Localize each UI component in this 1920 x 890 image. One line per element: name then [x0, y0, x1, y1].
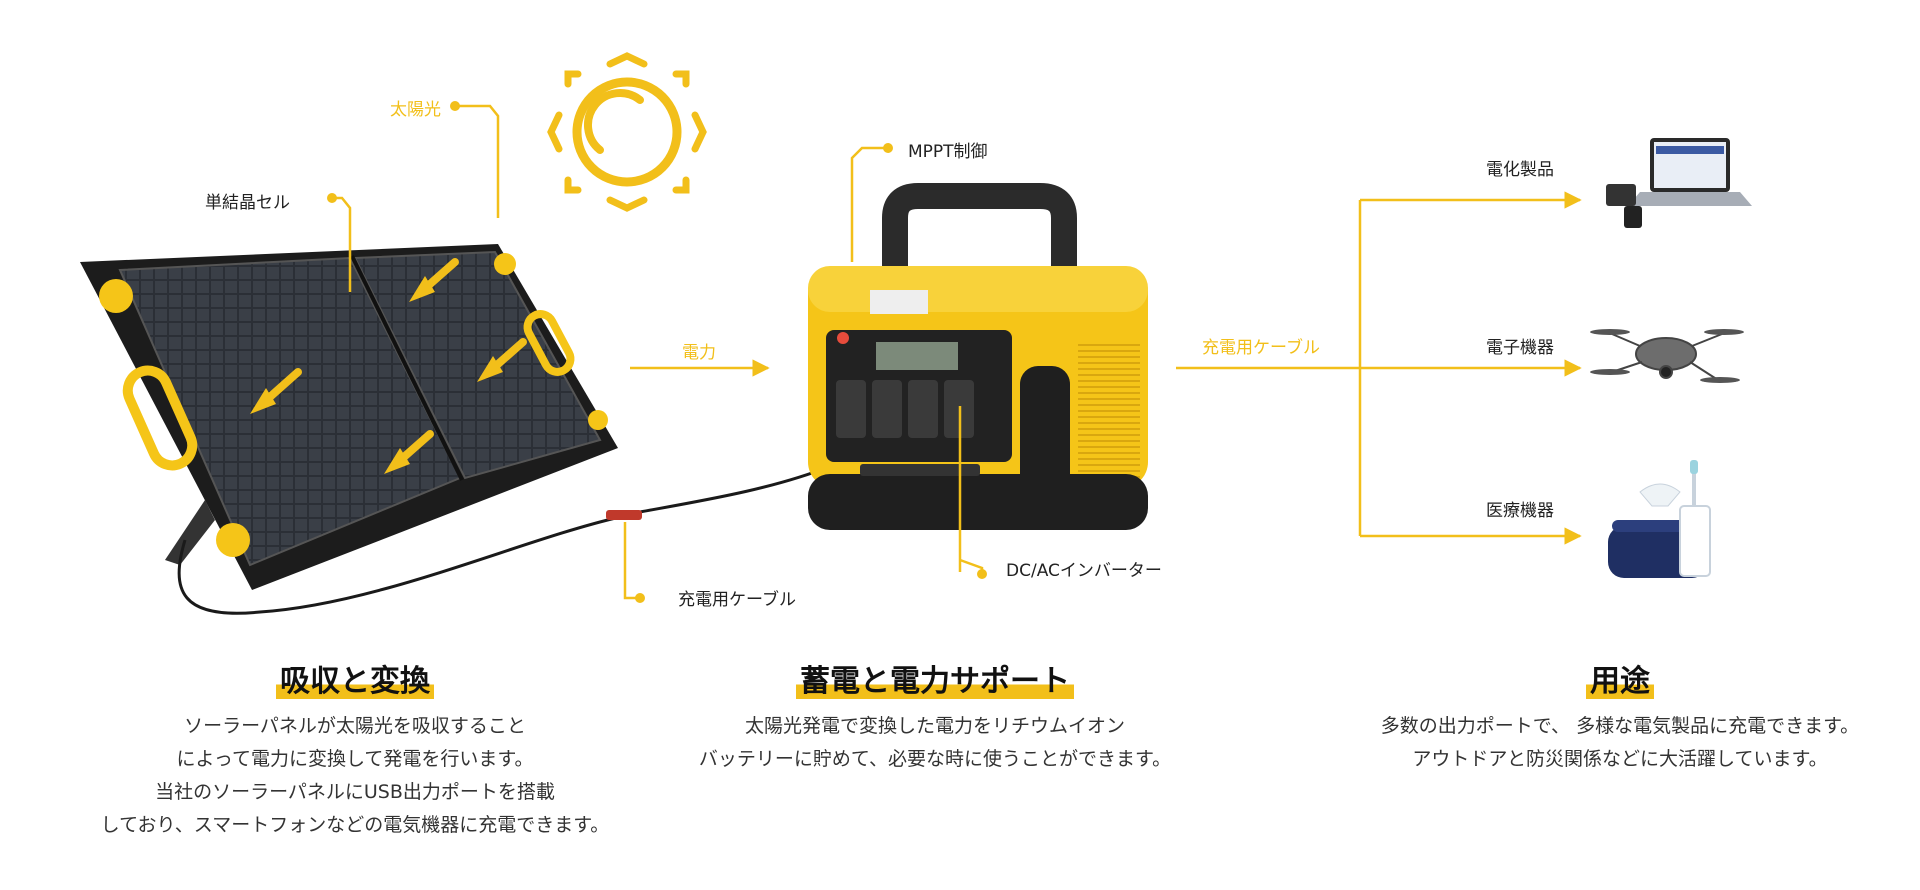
- section-desc-absorb: ソーラーパネルが太陽光を吸収すること によって電力に変換して発電を行います。 当…: [100, 715, 610, 836]
- nebulizer-icon: [1608, 460, 1711, 578]
- label-medical: 医療機器: [1486, 501, 1554, 521]
- label-electronics: 電子機器: [1486, 338, 1554, 358]
- section-title-storage: 蓄電と電力サポート: [796, 656, 1074, 700]
- section-title-absorb: 吸収と変換: [276, 656, 434, 700]
- label-sunlight: 太陽光: [390, 100, 441, 120]
- label-charge-cable-bottom: 充電用ケーブル: [678, 590, 796, 610]
- label-mono-cell: 単結晶セル: [205, 193, 290, 213]
- solar-panel-icon: [80, 244, 962, 615]
- power-station-icon: [808, 183, 1148, 530]
- label-appliances: 電化製品: [1486, 160, 1554, 180]
- sun-icon: [547, 52, 707, 212]
- label-mppt: MPPT制御: [908, 142, 988, 162]
- label-charge-cable-right: 充電用ケーブル: [1202, 338, 1320, 358]
- label-power: 電力: [682, 343, 716, 363]
- section-title-usage: 用途: [1586, 656, 1654, 700]
- laptop-icon: [1606, 138, 1752, 228]
- label-inverter: DC/ACインバーター: [1006, 561, 1162, 581]
- section-desc-usage: 多数の出力ポートで、 多様な電気製品に充電できます。 アウトドアと防災関係などに…: [1380, 715, 1860, 770]
- drone-icon: [1590, 329, 1744, 383]
- section-desc-storage: 太陽光発電で変換した電力をリチウムイオン バッテリーに貯めて、必要な時に使うこと…: [698, 715, 1172, 770]
